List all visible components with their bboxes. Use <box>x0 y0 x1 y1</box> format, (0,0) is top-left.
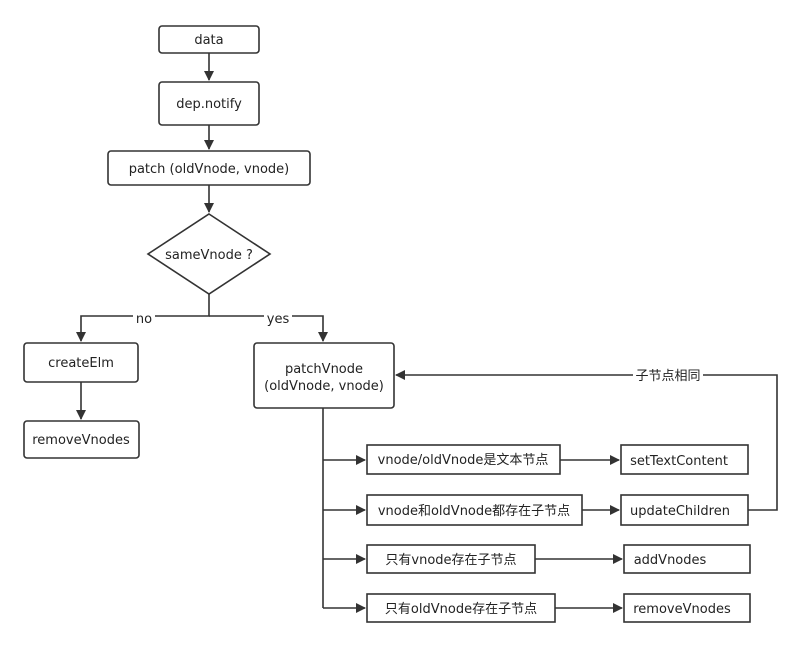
node-case-both-children-label: vnode和oldVnode都存在子节点 <box>378 504 570 519</box>
node-dep-notify: dep.notify <box>158 81 260 126</box>
node-set-text-content: setTextContent <box>620 444 749 475</box>
node-case-vnode-children: 只有vnode存在子节点 <box>366 544 536 574</box>
node-create-elm: createElm <box>23 342 139 383</box>
edge-label-no: no <box>136 312 152 327</box>
node-dep-notify-label: dep.notify <box>176 97 242 112</box>
edge-updatechildren-loop <box>395 370 778 511</box>
edge-label-same-children: 子节点相同 <box>635 369 700 384</box>
node-set-text-content-label: setTextContent <box>630 454 728 469</box>
node-data-label: data <box>194 33 223 48</box>
node-add-vnodes-label: addVnodes <box>634 553 707 568</box>
node-add-vnodes: addVnodes <box>623 544 751 574</box>
node-remove-vnodes-left: removeVnodes <box>23 420 140 459</box>
edge-yes-branch <box>209 315 328 342</box>
node-patch-vnode: patchVnode (oldVnode, vnode) <box>253 342 395 409</box>
node-case-old-children: 只有oldVnode存在子节点 <box>366 593 556 623</box>
node-remove-vnodes-right: removeVnodes <box>623 593 751 623</box>
node-patch-label: patch (oldVnode, vnode) <box>129 162 290 177</box>
node-patch: patch (oldVnode, vnode) <box>107 150 311 186</box>
node-case-both-children: vnode和oldVnode都存在子节点 <box>366 494 583 526</box>
edge-label-yes: yes <box>267 312 290 327</box>
node-case-old-children-label: 只有oldVnode存在子节点 <box>385 602 537 617</box>
node-remove-vnodes-left-label: removeVnodes <box>32 433 130 448</box>
node-update-children: updateChildren <box>620 494 749 526</box>
node-case-text-label: vnode/oldVnode是文本节点 <box>378 453 549 468</box>
node-create-elm-label: createElm <box>48 356 114 371</box>
node-update-children-label: updateChildren <box>630 504 730 519</box>
node-remove-vnodes-right-label: removeVnodes <box>633 602 731 617</box>
node-patch-vnode-label-2: (oldVnode, vnode) <box>264 379 384 394</box>
edge-labels: no yes 子节点相同 <box>133 310 703 384</box>
node-patch-vnode-label-1: patchVnode <box>285 362 363 377</box>
node-case-text: vnode/oldVnode是文本节点 <box>366 444 561 475</box>
edges <box>76 53 778 613</box>
node-same-vnode-decision: sameVnode ? <box>146 213 272 295</box>
node-same-vnode-label: sameVnode ? <box>165 248 253 263</box>
node-data: data <box>158 25 260 54</box>
node-case-vnode-children-label: 只有vnode存在子节点 <box>385 553 516 568</box>
